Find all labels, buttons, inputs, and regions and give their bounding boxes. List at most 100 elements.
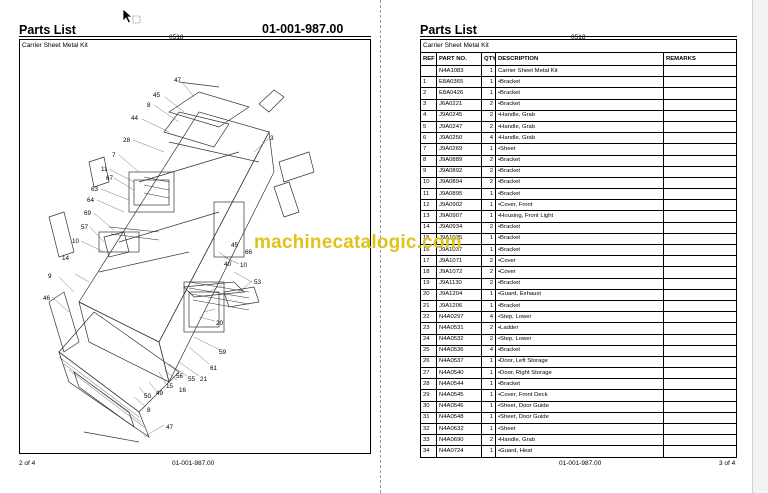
cell-ref: 19 (420, 277, 437, 290)
callout-label: 47 (166, 424, 174, 431)
callout-label: 55 (188, 376, 196, 383)
cell-ref: 13 (420, 210, 437, 223)
cell-qty: 2 (481, 165, 496, 178)
cell-ref: 8 (420, 154, 437, 167)
callout-label: 10 (72, 238, 80, 245)
cell-part-no: N4A0297 (436, 311, 482, 324)
callout-label: 45 (231, 242, 239, 249)
footer-doc-number: 01-001-987.00 (172, 460, 215, 467)
cell-part-no: E8A0365 (436, 76, 482, 89)
cell-ref: 34 (420, 445, 437, 458)
cell-ref: 7 (420, 143, 437, 156)
cell-qty: 1 (481, 411, 496, 425)
cell-qty: 2 (481, 120, 496, 134)
column-header-qty: QTY (481, 52, 496, 66)
cell-remarks (663, 120, 737, 134)
cell-remarks (663, 154, 737, 167)
cell-remarks (663, 367, 737, 380)
cell-remarks (663, 255, 737, 268)
cell-part-no: N4A0546 (436, 400, 482, 413)
callout-label: 8 (147, 102, 151, 109)
column-header-description: DESCRIPTION (495, 52, 664, 66)
page-divider (380, 0, 381, 493)
cell-description: •Bracket (495, 299, 664, 313)
cell-remarks (663, 87, 737, 100)
cell-qty: 1 (481, 389, 496, 402)
cell-qty: 1 (481, 355, 496, 369)
cell-part-no: N4A0537 (436, 355, 482, 369)
cell-remarks (663, 445, 737, 458)
cell-remarks (663, 98, 737, 111)
cell-description: •Sheet (495, 422, 664, 436)
callout-label: 44 (131, 115, 139, 122)
cell-description: •Bracket (495, 232, 664, 246)
callout-label: 63 (91, 186, 99, 193)
cell-part-no: J9A1071 (436, 255, 482, 268)
cell-remarks (663, 199, 737, 212)
cell-qty: 1 (481, 87, 496, 100)
kit-title: Carrier Sheet Metal Kit (22, 42, 88, 49)
cell-part-no: N4A0544 (436, 378, 482, 391)
cell-part-no: J9A0269 (436, 143, 482, 156)
cell-ref: 29 (420, 389, 437, 402)
header-rule (420, 36, 737, 37)
cell-description: •Bracket (495, 87, 664, 100)
cell-ref: 5 (420, 120, 437, 134)
callout-label: 10 (240, 262, 248, 269)
diagram-frame (19, 39, 371, 454)
cell-qty: 1 (481, 232, 496, 246)
callout-label: 9 (48, 273, 52, 280)
footer-page-number: 3 of 4 (719, 460, 736, 467)
callout-label: 49 (156, 390, 164, 397)
cell-ref: 27 (420, 367, 437, 380)
cell-remarks (663, 311, 737, 324)
callout-label: 66 (245, 249, 253, 256)
cell-description: •Bracket (495, 344, 664, 357)
cell-description: •Handle, Grab (495, 120, 664, 134)
cell-remarks (663, 243, 737, 257)
cell-part-no: N4A0540 (436, 367, 482, 380)
cell-qty: 1 (481, 400, 496, 413)
callout-label: 53 (254, 279, 262, 286)
cell-ref: 21 (420, 299, 437, 313)
cell-part-no: J9A0892 (436, 165, 482, 178)
cell-description: •Cover, Front (495, 199, 664, 212)
cell-description: •Guard, Heat (495, 445, 664, 458)
cell-qty: 2 (481, 322, 496, 335)
callout-label: 8 (147, 407, 151, 414)
cell-qty: 1 (481, 445, 496, 458)
cell-description: •Bracket (495, 188, 664, 201)
cell-part-no: J9A0247 (436, 120, 482, 134)
cell-ref: 23 (420, 322, 437, 335)
cell-qty: 4 (481, 311, 496, 324)
cell-ref: 31 (420, 411, 437, 425)
callout-label: 47 (174, 77, 182, 84)
cell-qty: 4 (481, 132, 496, 145)
cell-part-no: N4A0724 (436, 445, 482, 458)
cell-qty: 2 (481, 221, 496, 234)
cell-remarks (663, 188, 737, 201)
footer-page-number: 2 of 4 (19, 460, 36, 467)
cell-ref: 30 (420, 400, 437, 413)
cell-description: •Handle, Grab (495, 132, 664, 145)
cell-description: •Bracket (495, 277, 664, 290)
